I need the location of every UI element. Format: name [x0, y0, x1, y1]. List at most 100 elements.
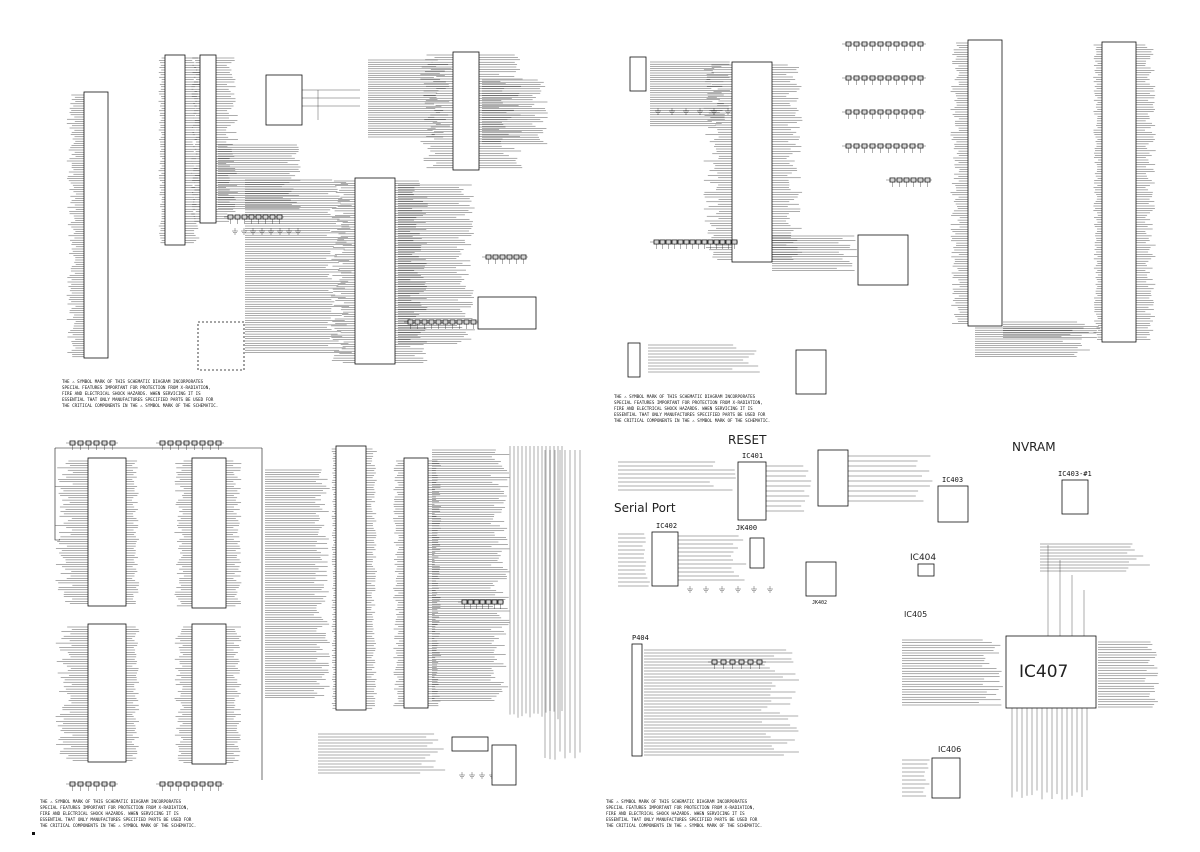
p3-bus-a: [265, 469, 330, 698]
ground-symbol: [277, 228, 283, 235]
p1-bus-e: [398, 184, 475, 344]
ic402-label: IC402: [656, 522, 677, 530]
ground-symbol: [295, 228, 301, 235]
schematic-generated-parts: [55, 39, 1159, 800]
p2-res-row-0-wires: [842, 43, 926, 51]
bus-frame: [54, 447, 263, 780]
ground-symbol: [711, 108, 717, 115]
p3-res-top-a-wires: [66, 442, 118, 450]
p2-ic-mcu: [703, 61, 803, 263]
p2-res-row-y-wires: [650, 241, 738, 249]
p2-bus-d: [772, 235, 858, 271]
page-4-io: RESET NVRAM Serial Port IC401 IC403 IC40…: [606, 433, 1097, 828]
p3-res-mid: [458, 599, 504, 609]
svg-text:THE ⚠ SYMBOL MARK OF THIS SCHE: THE ⚠ SYMBOL MARK OF THIS SCHEMATIC DIAG…: [606, 799, 748, 804]
p3-buf-b: [393, 457, 442, 709]
p404-label: P404: [632, 634, 649, 642]
p1-misc-wires: [302, 89, 360, 120]
p3-res-top-b: [156, 440, 224, 450]
p404-connector: [631, 643, 643, 757]
ic406: [931, 757, 961, 799]
ic403: [937, 485, 969, 523]
config-table: [477, 296, 537, 330]
p1-ic-upper: [158, 54, 201, 246]
p1-bus-c: [482, 79, 548, 144]
p3-ram-br-body: [191, 623, 227, 765]
p4-bus-ic407-left: [902, 639, 1003, 706]
p2-res-row-2: [842, 109, 926, 119]
p1-res-row-c-wires: [482, 256, 528, 264]
svg-text:THE CRITICAL COMPONENTS IN THE: THE CRITICAL COMPONENTS IN THE ⚠ SYMBOL …: [62, 403, 218, 408]
p3-res-bot-b-wires: [156, 783, 224, 791]
reset-label: RESET: [728, 433, 767, 447]
p3-ram-bl-body: [87, 623, 127, 763]
safety-note-p2: THE ⚠ SYMBOL MARK OF THIS SCHEMATIC DIAG…: [614, 394, 770, 423]
p3-buf-a-body: [335, 445, 367, 711]
safety-note-p1: THE ⚠ SYMBOL MARK OF THIS SCHEMATIC DIAG…: [62, 379, 218, 408]
ic407-label: IC407: [1019, 662, 1068, 682]
ground-symbol: [697, 108, 703, 115]
ic407: [1005, 635, 1097, 709]
p3-ram-tl-body: [87, 457, 127, 607]
page-3-memory: THE ⚠ SYMBOL MARK OF THIS SCHEMATIC DIAG…: [32, 447, 517, 835]
p4-bus-p404: [644, 649, 799, 756]
svg-text:FIRE AND ELECTRICAL SHOCK HAZA: FIRE AND ELECTRICAL SHOCK HAZARDS. WHEN …: [614, 406, 753, 411]
regulator-block: [857, 234, 909, 286]
p4-bus-serial: [618, 533, 650, 587]
p2-bus-c: [975, 327, 1090, 357]
p2-res-row-3: [842, 143, 926, 153]
p4-vbus-ic407: [1011, 708, 1088, 800]
p3-buf-a-pins: [331, 448, 377, 709]
svg-text:ESSENTIAL THAT ONLY MANUFACTUR: ESSENTIAL THAT ONLY MANUFACTURES SPECIFI…: [606, 817, 758, 822]
p3-ram-br: [174, 623, 242, 765]
nvram-label: NVRAM: [1012, 440, 1056, 454]
svg-text:THE CRITICAL COMPONENTS IN THE: THE CRITICAL COMPONENTS IN THE ⚠ SYMBOL …: [40, 823, 196, 828]
p2-res-row-3-wires: [842, 145, 926, 153]
p3-res-top-a: [66, 440, 118, 450]
svg-text:THE ⚠ SYMBOL MARK OF THIS SCHE: THE ⚠ SYMBOL MARK OF THIS SCHEMATIC DIAG…: [62, 379, 204, 384]
p3-buf-b-pins: [393, 460, 442, 706]
ic403-label: IC403: [942, 476, 963, 484]
p4-bus-ic406: [902, 759, 930, 797]
p3-buf-a: [331, 445, 377, 711]
p4-res-p404: [708, 659, 766, 669]
p3-res-bot-a-wires: [66, 783, 118, 791]
p2-res-row-x-wires: [886, 179, 932, 187]
ground-symbol: [459, 772, 465, 779]
p3-ram-tr-pins: [174, 460, 242, 607]
p2-ic-mem-b-pins: [1093, 44, 1156, 340]
safety-note-p4: THE ⚠ SYMBOL MARK OF THIS SCHEMATIC DIAG…: [606, 799, 762, 828]
ground-symbol: [655, 108, 661, 115]
p3-ram-tl-pins: [55, 460, 140, 604]
p4-bus-nvram: [848, 455, 933, 502]
ic-nvram-mid: [817, 449, 849, 507]
p1-ic-right-top: [420, 51, 523, 171]
ground-symbol: [469, 772, 475, 779]
p3-res-top-b-wires: [156, 442, 224, 450]
ic-8pin: [795, 349, 827, 395]
ground-symbol: [232, 228, 238, 235]
ic404: [917, 563, 935, 577]
p2-res-row-0: [842, 41, 926, 51]
svg-text:SPECIAL FEATURES IMPORTANT FOR: SPECIAL FEATURES IMPORTANT FOR PROTECTIO…: [606, 805, 755, 810]
ground-symbol: [683, 108, 689, 115]
ground-symbol: [241, 228, 247, 235]
svg-text:ESSENTIAL THAT ONLY MANUFACTUR: ESSENTIAL THAT ONLY MANUFACTURES SPECIFI…: [62, 397, 214, 402]
p2-ic-mem-b: [1093, 41, 1156, 343]
svg-text:FIRE AND ELECTRICAL SHOCK HAZA: FIRE AND ELECTRICAL SHOCK HAZARDS. WHEN …: [606, 811, 745, 816]
jk402-label: JK402: [812, 600, 827, 606]
p4-ic407-top-wires: [1047, 545, 1085, 636]
p1-connector-long: [66, 91, 109, 359]
p1-ic-upper-2: [191, 54, 238, 224]
jk400-label: JK400: [736, 524, 757, 532]
svg-text:SPECIAL FEATURES IMPORTANT FOR: SPECIAL FEATURES IMPORTANT FOR PROTECTIO…: [614, 400, 763, 405]
p3-ram-tl: [55, 457, 140, 607]
p3-ram-tr-body: [191, 457, 227, 609]
p3-ram-bl: [55, 623, 140, 763]
p2-ic-mem-b-body: [1101, 41, 1137, 343]
ic405-label: IC405: [904, 610, 927, 619]
p1-ic-upper-2-pins: [191, 57, 238, 222]
corner-mark: [32, 832, 35, 835]
p1-connector-long-body: [83, 91, 109, 359]
